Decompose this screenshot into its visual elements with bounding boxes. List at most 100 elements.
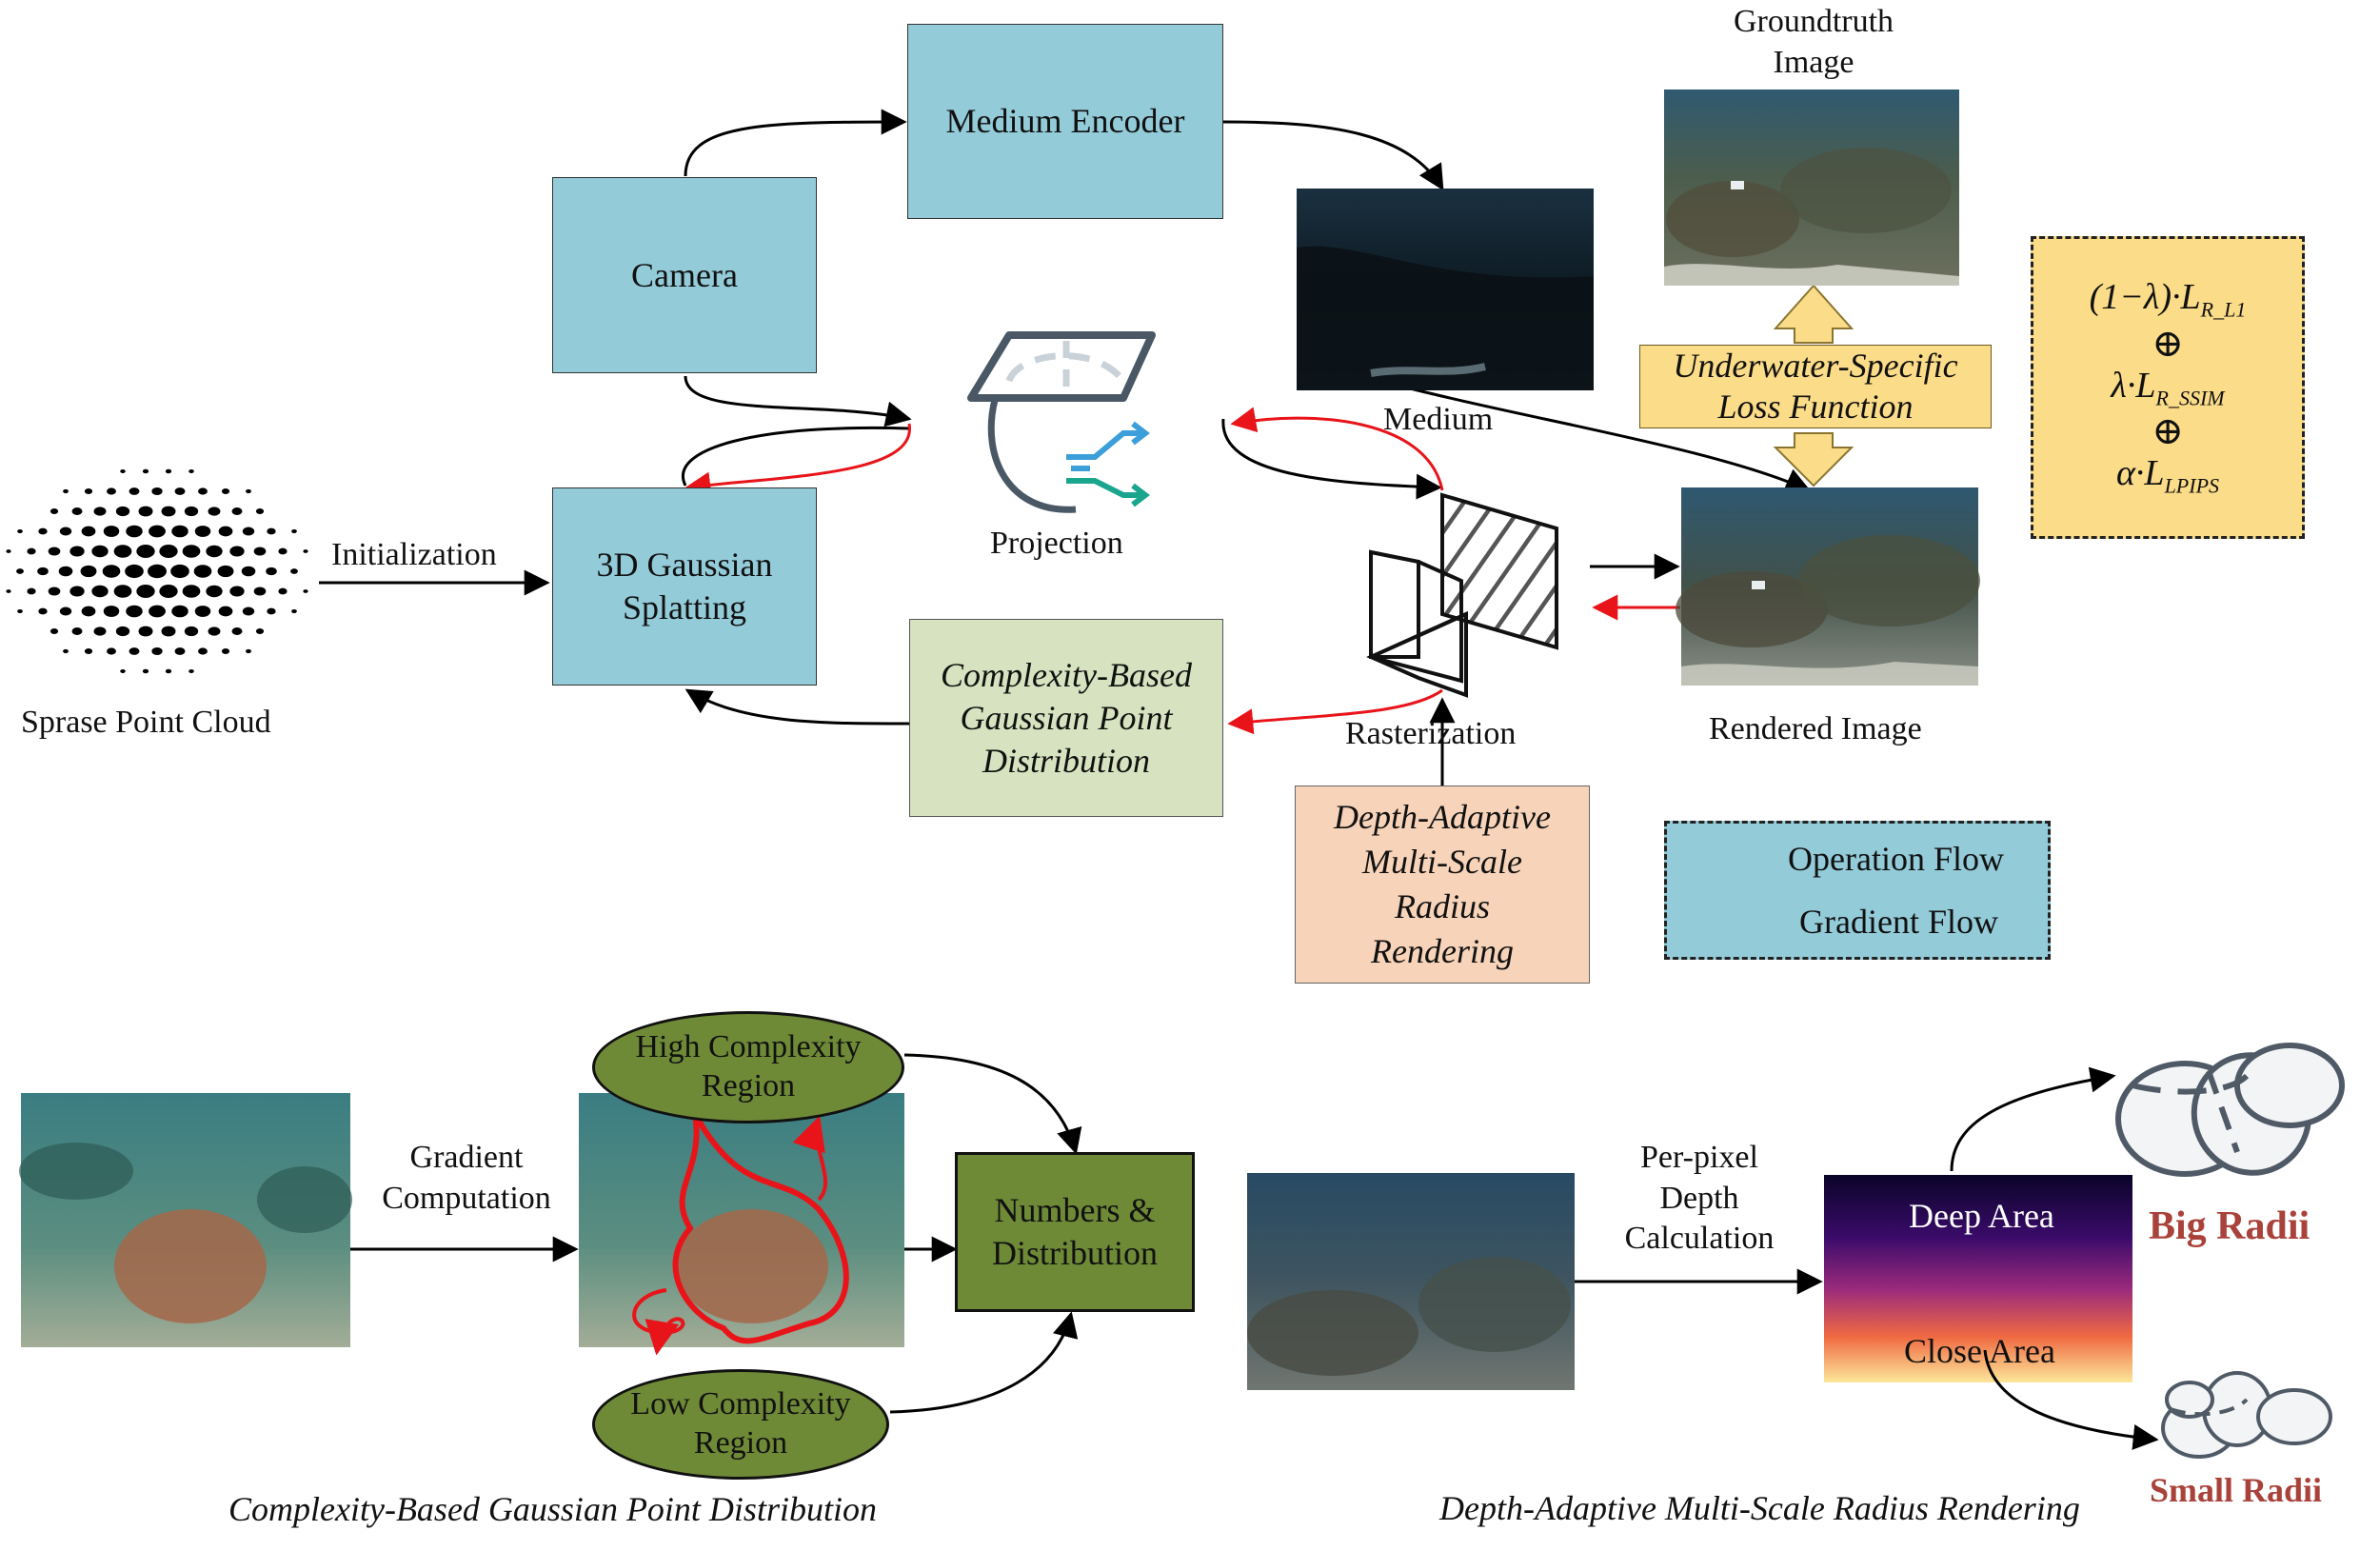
point-cloud-dot bbox=[81, 606, 96, 617]
point-cloud-dot bbox=[171, 605, 188, 618]
point-cloud-dot bbox=[290, 568, 298, 574]
point-cloud-dot bbox=[161, 626, 176, 637]
point-cloud-dot bbox=[303, 549, 308, 553]
gaussian-splatting-box: 3D Gaussian Splatting bbox=[552, 487, 817, 686]
point-cloud-dot bbox=[278, 547, 288, 555]
depth-box-line-3: Radius bbox=[1394, 887, 1490, 925]
small-radii-label: Small Radii bbox=[2150, 1471, 2323, 1509]
point-cloud-dot bbox=[120, 468, 126, 474]
point-cloud-dot bbox=[246, 648, 251, 654]
point-cloud-dot bbox=[81, 526, 96, 537]
legend-operation-label: Operation Flow bbox=[1788, 840, 2004, 878]
point-cloud-dot bbox=[208, 507, 221, 516]
point-cloud-dot bbox=[50, 508, 59, 514]
point-cloud-dot bbox=[138, 506, 153, 517]
depth-box-line-4: Rendering bbox=[1371, 931, 1514, 970]
point-cloud-dot bbox=[103, 606, 120, 617]
point-cloud-dot bbox=[242, 527, 255, 536]
point-cloud-dot bbox=[218, 606, 233, 617]
point-cloud-dot bbox=[63, 488, 69, 494]
depth-box-line-1: Depth-Adaptive bbox=[1334, 798, 1551, 837]
point-cloud-dot bbox=[193, 565, 212, 578]
point-cloud-dot bbox=[148, 564, 167, 579]
point-cloud-dot bbox=[151, 646, 163, 656]
point-cloud-dot bbox=[194, 606, 211, 617]
loss-formula-box: (1−λ)·LR_L1 ⊕ λ·LR_SSIM ⊕ α·LLPIPS bbox=[2031, 236, 2305, 539]
projection-icon bbox=[967, 331, 1156, 513]
point-cloud-dot bbox=[63, 648, 69, 654]
point-cloud-dot bbox=[93, 626, 107, 636]
point-cloud-dot bbox=[255, 508, 265, 514]
point-cloud-dot bbox=[125, 564, 144, 579]
point-cloud-dot bbox=[221, 648, 230, 654]
point-cloud-dot bbox=[253, 587, 267, 596]
point-cloud-dot bbox=[242, 606, 255, 616]
point-cloud-dot bbox=[246, 488, 251, 494]
formula-term-1: (1−λ)·LR_L1 bbox=[2089, 276, 2247, 322]
rasterization-icon bbox=[1366, 492, 1558, 698]
point-cloud-dot bbox=[149, 605, 166, 618]
camera-label: Camera bbox=[631, 255, 738, 294]
point-cloud-dot bbox=[115, 626, 130, 637]
point-cloud-dot bbox=[266, 567, 277, 576]
point-cloud-dot bbox=[303, 589, 308, 593]
point-cloud-dot bbox=[120, 668, 126, 674]
depth-box-line-2: Multi-Scale bbox=[1362, 843, 1522, 882]
point-cloud-dot bbox=[188, 468, 194, 474]
point-cloud-dot bbox=[231, 627, 243, 635]
coral-image-original bbox=[19, 1093, 352, 1347]
point-cloud-dot bbox=[50, 628, 59, 634]
point-cloud-dot bbox=[58, 566, 73, 577]
complexity-box-line-3: Distribution bbox=[982, 741, 1151, 780]
point-cloud-dot bbox=[291, 528, 297, 534]
loss-function-box: Underwater-Specific Loss Function bbox=[1639, 345, 1992, 428]
point-cloud-dot bbox=[113, 545, 132, 558]
point-cloud-dot bbox=[129, 647, 140, 655]
point-cloud-dot bbox=[103, 526, 120, 537]
point-cloud-dot bbox=[27, 587, 36, 595]
complexity-box-line-1: Complexity-Based bbox=[941, 655, 1192, 694]
point-cloud-dot bbox=[255, 628, 265, 634]
small-radii-ellipsoids-icon bbox=[2161, 1371, 2332, 1459]
point-cloud-dot bbox=[71, 627, 83, 635]
complexity-panel-caption: Complexity-Based Gaussian Point Distribu… bbox=[228, 1490, 877, 1528]
point-cloud-dot bbox=[84, 648, 93, 654]
point-cloud-dot bbox=[198, 647, 208, 655]
point-cloud-dot bbox=[91, 585, 109, 598]
point-cloud-dot bbox=[27, 547, 36, 555]
point-cloud-dot bbox=[159, 545, 178, 558]
point-cloud-dot bbox=[208, 626, 221, 636]
close-area-label: Close Area bbox=[1904, 1332, 2055, 1370]
point-cloud-dot bbox=[142, 468, 149, 474]
point-cloud-dot bbox=[142, 668, 149, 674]
point-cloud-dot bbox=[38, 527, 48, 535]
point-cloud-dot bbox=[161, 506, 176, 517]
point-cloud-dot bbox=[138, 626, 153, 637]
gaussian-splatting-label-2: Splatting bbox=[622, 588, 746, 626]
bidirectional-loss-arrow bbox=[1773, 284, 1854, 487]
medium-encoder-label: Medium Encoder bbox=[945, 102, 1185, 140]
point-cloud-dot bbox=[267, 607, 276, 615]
point-cloud-dot bbox=[206, 545, 223, 558]
point-cloud-dot bbox=[48, 547, 61, 556]
point-cloud-dot bbox=[115, 506, 130, 517]
formula-term-3: α·LLPIPS bbox=[2115, 453, 2220, 499]
loss-box-line-1: Underwater-Specific bbox=[1673, 346, 1958, 385]
point-cloud-dot bbox=[102, 565, 121, 578]
point-cloud-dot bbox=[113, 585, 132, 598]
point-cloud-dot bbox=[182, 585, 201, 598]
point-cloud-dot bbox=[174, 487, 186, 495]
point-cloud-dot bbox=[229, 546, 245, 557]
point-cloud-dot bbox=[278, 587, 288, 595]
point-cloud-dot bbox=[91, 545, 109, 558]
point-cloud-dot bbox=[17, 528, 23, 534]
point-cloud-dot bbox=[171, 525, 188, 538]
point-cloud-dot bbox=[38, 607, 48, 615]
point-cloud-dot bbox=[129, 487, 140, 495]
groundtruth-image bbox=[1664, 89, 1959, 286]
